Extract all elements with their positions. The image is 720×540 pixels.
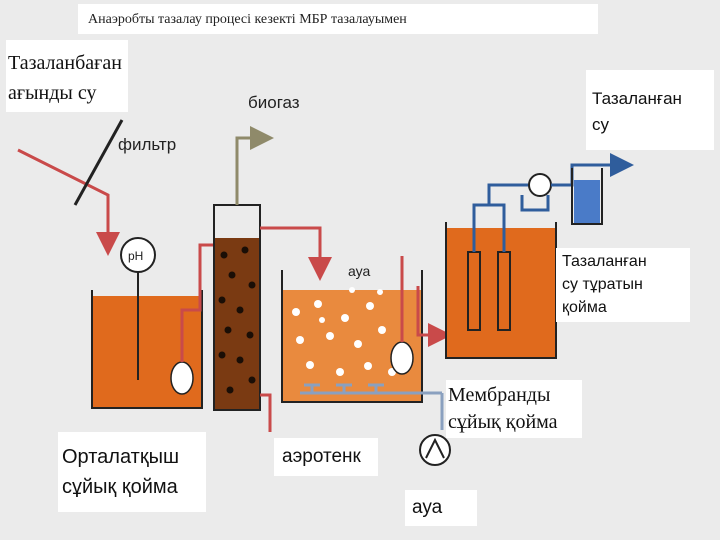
treated-tank-outline <box>571 168 603 225</box>
blower-symbol <box>425 437 445 459</box>
influent-pipe <box>17 148 120 256</box>
aerotank-label-box <box>274 438 378 476</box>
membrane-label-box <box>446 380 582 438</box>
air-bottom-label-box <box>405 490 477 526</box>
air-bubbles <box>292 287 396 376</box>
filter-label: фильтр <box>118 135 176 154</box>
equalizer-label-box <box>58 432 206 512</box>
diagram-title: Анаэробты тазалау процесі кезекті МБР та… <box>88 12 407 27</box>
ph-label: pH <box>128 249 143 263</box>
permeate-pump <box>528 173 552 197</box>
air-blower <box>419 434 451 466</box>
title-box <box>78 4 598 34</box>
membrane-tank-label: Мембранды сұйық қойма <box>448 384 558 433</box>
equalizer-tank <box>91 290 203 409</box>
influent-label-text: Тазаланбаған ағынды су <box>8 52 122 104</box>
treated-water <box>574 180 600 224</box>
air-top-label: ауа <box>348 263 370 279</box>
pipe-to-aerotank <box>260 226 332 281</box>
biogas-pipe <box>235 126 274 205</box>
ph-sensor <box>120 237 156 273</box>
reactor-sludge-particles <box>218 246 256 394</box>
equalizer-float <box>170 361 194 395</box>
reactor-return-pipe <box>260 393 272 432</box>
treated-tank-label: Тазаланған су тұратын қойма <box>562 253 647 316</box>
treated-water-label-box <box>586 70 714 150</box>
aerotank-label: аэротенк <box>282 446 361 467</box>
filter-symbol <box>73 119 124 206</box>
equalizer-label: Орталатқыш сұйық қойма <box>62 446 179 498</box>
membrane-liquid <box>446 228 556 358</box>
pipe-to-membrane <box>400 256 446 342</box>
pipe-to-reactor <box>180 243 214 362</box>
treated-tank-label-box <box>556 248 690 322</box>
permeate-pipe <box>472 183 550 252</box>
reactor-liquid <box>214 238 260 410</box>
air-bottom-label: ауа <box>412 497 443 518</box>
aeration-diffuser <box>300 383 442 395</box>
aerotank-float <box>390 341 414 375</box>
biogas-label: биогаз <box>248 93 300 112</box>
treated-water-label: Тазаланған су <box>592 89 682 134</box>
influent-label-box <box>6 40 128 112</box>
